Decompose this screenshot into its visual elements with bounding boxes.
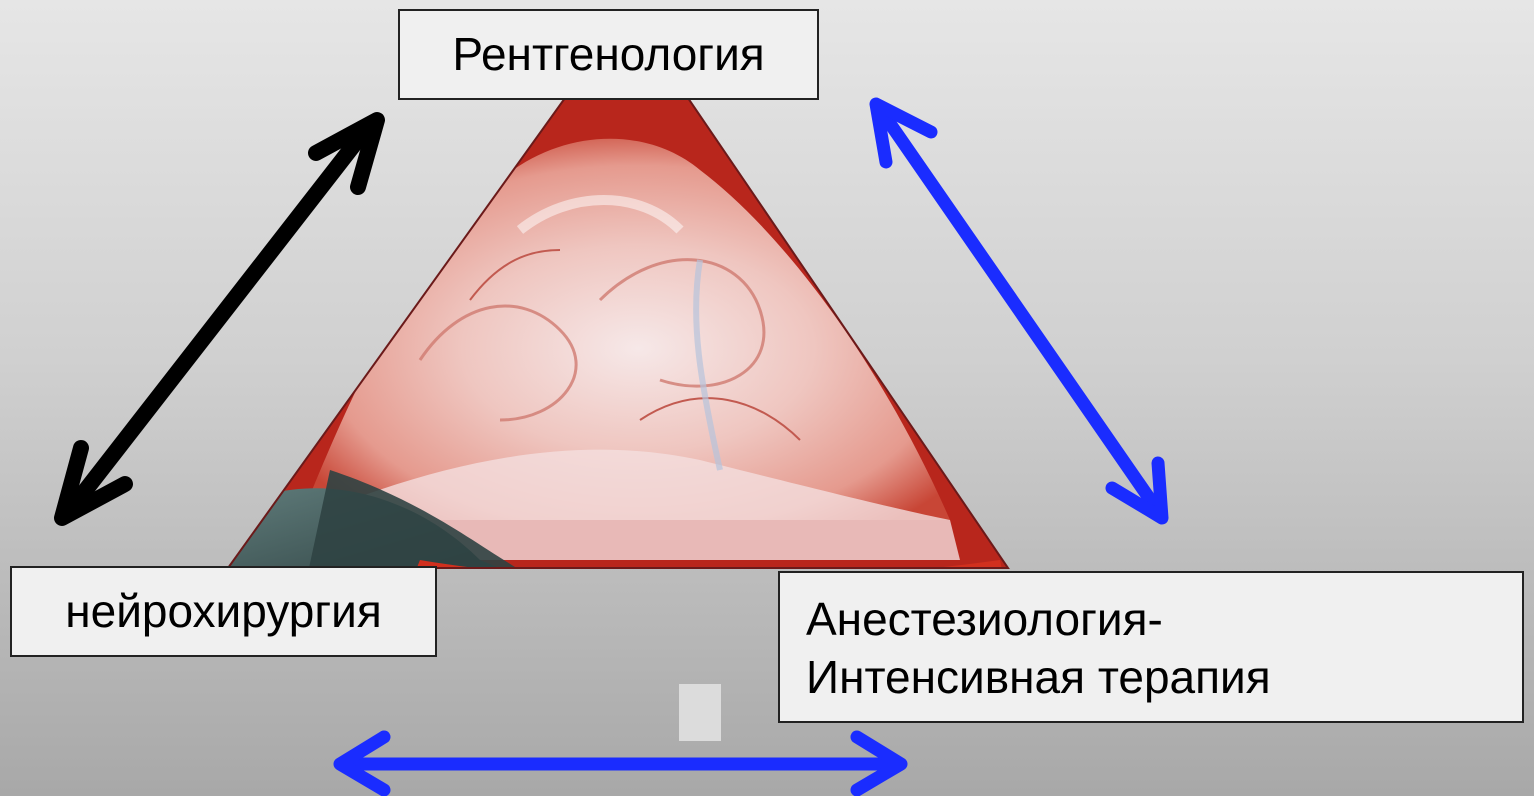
double-arrow-bottom <box>340 737 901 790</box>
radiology-label: Рентгенология <box>452 26 764 84</box>
radiology-label-box: Рентгенология <box>398 9 819 100</box>
neurosurgery-label: нейрохирургия <box>65 583 382 641</box>
anesthesiology-label-line2: Интенсивная терапия <box>806 649 1522 707</box>
anesthesiology-label-line1: Анестезиология- <box>806 591 1522 649</box>
neurosurgery-label-box: нейрохирургия <box>10 566 437 657</box>
anesthesiology-label-box: Анестезиология- Интенсивная терапия <box>778 571 1524 723</box>
placeholder-square <box>679 684 721 741</box>
